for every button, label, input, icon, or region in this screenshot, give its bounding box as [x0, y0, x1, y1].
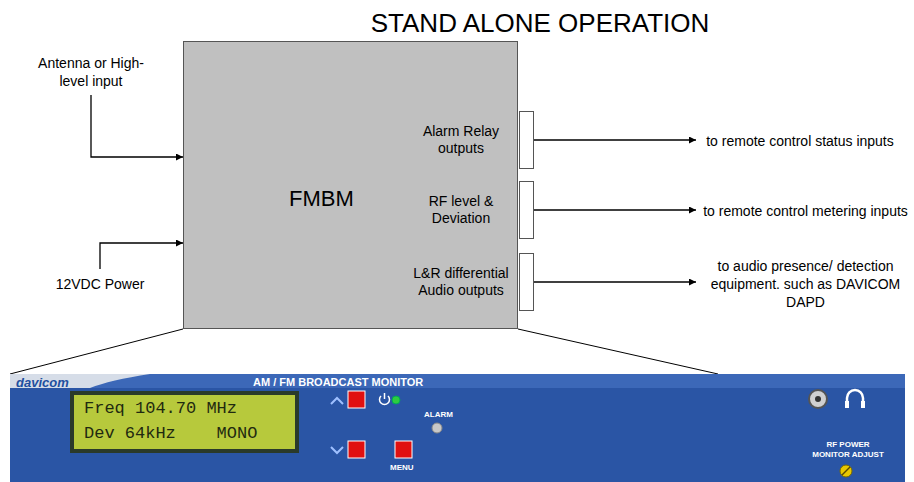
- output-bracket: [519, 253, 534, 311]
- adjust-label: RF POWER MONITOR ADJUST: [808, 440, 888, 460]
- output-bracket: [519, 111, 534, 169]
- adjust-screw: [840, 465, 852, 477]
- panel-title: AM / FM BROADCAST MONITOR: [253, 376, 423, 388]
- lcd-bezel: [70, 391, 299, 453]
- input-label: Antenna or High-level input: [28, 52, 154, 92]
- alarm-led: [432, 423, 442, 433]
- zoom-line: [10, 329, 183, 374]
- signal-arrow: [91, 95, 183, 157]
- down-arrow: [331, 447, 343, 453]
- panel-face: [10, 374, 905, 482]
- up-arrow: [331, 398, 343, 404]
- node-text: to remote control metering inputs: [703, 202, 908, 220]
- destination-label: to audio presence/ detection equipment. …: [700, 255, 911, 313]
- lcd-line: Freq 104.70 MHz: [84, 399, 237, 418]
- node-text: to remote control status inputs: [706, 132, 894, 150]
- headphone-jack: [809, 390, 827, 408]
- metering-output-port: RF level & Deviation: [409, 181, 534, 239]
- menu-button: [395, 441, 412, 458]
- power-label: 12VDC Power: [45, 272, 155, 296]
- destination-label: to remote control status inputs: [700, 121, 900, 161]
- alarm-output-port: Alarm Relay outputs: [409, 111, 534, 169]
- signal-arrow: [534, 209, 696, 210]
- diagram-title: STAND ALONE OPERATION: [290, 8, 790, 39]
- power-symbol: [384, 393, 386, 399]
- brand-logo: davicom: [16, 375, 69, 390]
- menu-label: MENU: [390, 463, 414, 472]
- headphone-jack: [815, 396, 821, 402]
- signal-arrow: [100, 243, 183, 269]
- up-button: [348, 391, 365, 408]
- node-text: 12VDC Power: [56, 275, 145, 293]
- headphone-icon: [845, 401, 849, 408]
- node-text: Antenna or High-level input: [28, 54, 154, 90]
- alarm-label: ALARM: [424, 410, 453, 419]
- lcd-line: Dev 64kHz MONO: [84, 424, 257, 443]
- adjust-screw: [842, 467, 850, 475]
- down-button: [348, 441, 365, 458]
- node-text: to audio presence/ detection equipment. …: [700, 257, 911, 311]
- node-text: Alarm Relay outputs: [409, 123, 513, 157]
- output-bracket: [519, 181, 534, 239]
- headphone-icon: [861, 401, 865, 408]
- power-led: [392, 396, 400, 404]
- zoom-line: [518, 329, 718, 374]
- destination-label: to remote control metering inputs: [700, 191, 911, 231]
- monitor-box: FMBM Alarm Relay outputs RF level & Deviat…: [183, 41, 518, 329]
- lcd-screen: [74, 395, 295, 449]
- audio-output-port: L&R differential Audio outputs: [409, 253, 534, 311]
- panel-top-strip: [10, 374, 905, 388]
- headphone-icon: [847, 390, 863, 405]
- node-text: RF level & Deviation: [409, 193, 513, 227]
- node-text: L&R differential Audio outputs: [409, 265, 513, 299]
- signal-arrow: [534, 281, 696, 282]
- signal-arrow: [534, 139, 696, 140]
- device-name: FMBM: [289, 186, 354, 212]
